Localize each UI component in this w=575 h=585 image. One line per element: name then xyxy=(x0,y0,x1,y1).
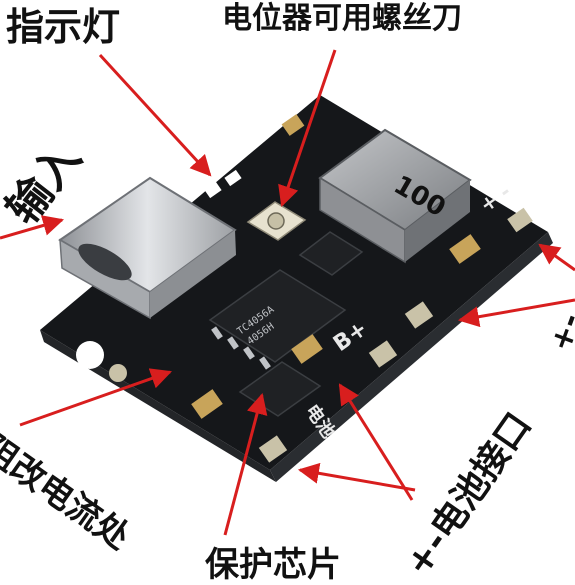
label-indicator-light: 指示灯 xyxy=(6,5,121,49)
annotation-arrows xyxy=(0,49,575,536)
arrow-battery-1 xyxy=(297,462,416,492)
arrow-resistor xyxy=(19,368,172,427)
arrow-battery-2 xyxy=(338,383,414,501)
battery-pads xyxy=(258,207,533,463)
usb-c-connector xyxy=(58,176,237,320)
arrow-protection xyxy=(223,392,268,536)
small-ic xyxy=(298,231,364,276)
indicator-leds xyxy=(204,169,242,199)
arrow-indicator xyxy=(98,53,212,177)
label-potentiometer: 电位器可用螺丝刀 xyxy=(222,1,462,36)
arrow-right-2 xyxy=(457,298,575,328)
potentiometer xyxy=(246,201,307,241)
inductor xyxy=(318,128,472,264)
arrow-input xyxy=(0,215,65,240)
arrow-potentiometer xyxy=(278,49,337,207)
capacitors xyxy=(191,114,481,419)
arrow-right-1 xyxy=(538,243,575,272)
label-protection-chip: 保护芯片 xyxy=(205,545,341,585)
charger-ic xyxy=(208,269,347,370)
